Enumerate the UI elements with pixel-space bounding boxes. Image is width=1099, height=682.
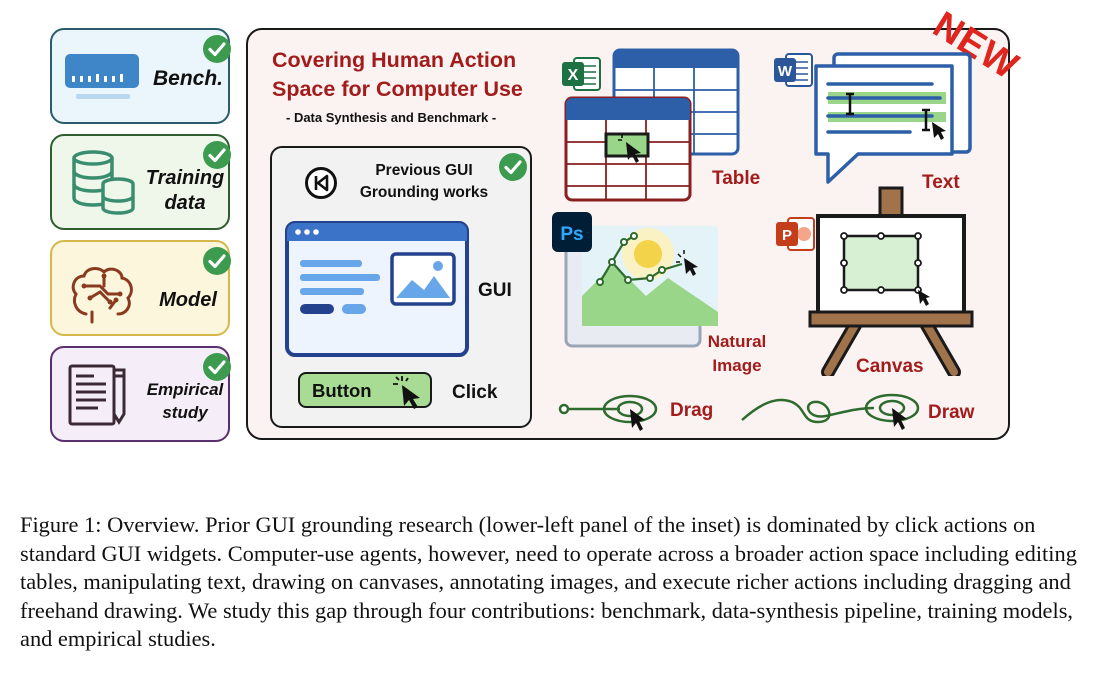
excel-app-icon: X xyxy=(562,57,601,91)
powerpoint-letter: P xyxy=(782,227,792,244)
contribution-card-model: Model xyxy=(50,240,231,336)
contribution-label-line: Model xyxy=(159,289,217,311)
contribution-label: Bench. xyxy=(146,66,230,91)
contribution-card-bench: Bench. xyxy=(50,28,231,124)
powerpoint-app-icon: P xyxy=(776,217,815,251)
action-label-canvas: Canvas xyxy=(856,356,924,378)
action-label-draw: Draw xyxy=(928,402,975,423)
sample-button[interactable] xyxy=(298,372,432,408)
excel-letter: X xyxy=(568,67,579,84)
previous-heading-line: Grounding works xyxy=(359,184,489,201)
inset-title-line: Space for Computer Use xyxy=(272,77,523,101)
click-cursor-icon xyxy=(393,376,420,409)
action-label-table: Table xyxy=(712,168,761,189)
spreadsheet-icon xyxy=(564,48,740,202)
checkmark-icon xyxy=(203,35,231,63)
inset-title-line: Covering Human Action xyxy=(272,48,517,72)
contribution-label: Empirical study xyxy=(140,378,230,424)
checkmark-icon xyxy=(203,353,231,381)
checkmark-icon xyxy=(499,153,527,181)
checkmark-icon xyxy=(203,141,231,169)
contribution-label-line: Bench. xyxy=(152,67,223,90)
contribution-label-line: data xyxy=(164,192,206,214)
text-bubble-icon xyxy=(814,52,972,184)
contribution-label-line: study xyxy=(162,403,208,422)
draw-gesture-icon xyxy=(741,393,920,430)
database-icon xyxy=(72,150,135,215)
contribution-label-line: Empirical xyxy=(146,380,224,399)
sample-button-label: Button xyxy=(312,380,372,401)
brain-icon xyxy=(71,267,133,324)
action-label-text: Text xyxy=(922,172,960,193)
word-letter: W xyxy=(778,63,793,80)
document-pencil-icon xyxy=(68,364,126,426)
benchmark-board-icon xyxy=(65,54,139,99)
natural-image-line: Image xyxy=(712,356,762,375)
contribution-label: Model xyxy=(146,288,230,313)
contribution-card-training-data: Training data xyxy=(50,134,231,230)
photoshop-letters: Ps xyxy=(560,224,583,245)
photoshop-image-icon: Ps xyxy=(552,212,718,348)
action-label-drag: Drag xyxy=(670,400,714,421)
easel-canvas-icon xyxy=(808,186,974,376)
natural-image-line: Natural xyxy=(707,332,767,351)
word-app-icon: W xyxy=(774,53,813,87)
checkmark-icon xyxy=(203,247,231,275)
click-label: Click xyxy=(452,382,498,403)
contribution-label-line: Training xyxy=(145,167,225,189)
previous-works-heading: Previous GUI Grounding works xyxy=(346,160,502,204)
inset-subtitle: - Data Synthesis and Benchmark - xyxy=(286,110,497,125)
drag-gesture-icon xyxy=(558,394,658,431)
gui-window-icon xyxy=(285,221,469,357)
gui-label: GUI xyxy=(478,280,512,301)
figure-caption: Figure 1: Overview. Prior GUI grounding … xyxy=(20,512,1077,652)
rewind-icon xyxy=(305,167,337,199)
action-label-natural-image: Natural Image xyxy=(702,330,772,378)
contribution-card-empirical-study: Empirical study xyxy=(50,346,231,442)
inset-title: Covering Human Action Space for Computer… xyxy=(272,46,523,104)
previous-heading-line: Previous GUI xyxy=(375,162,473,179)
contribution-label: Training data xyxy=(140,166,230,216)
